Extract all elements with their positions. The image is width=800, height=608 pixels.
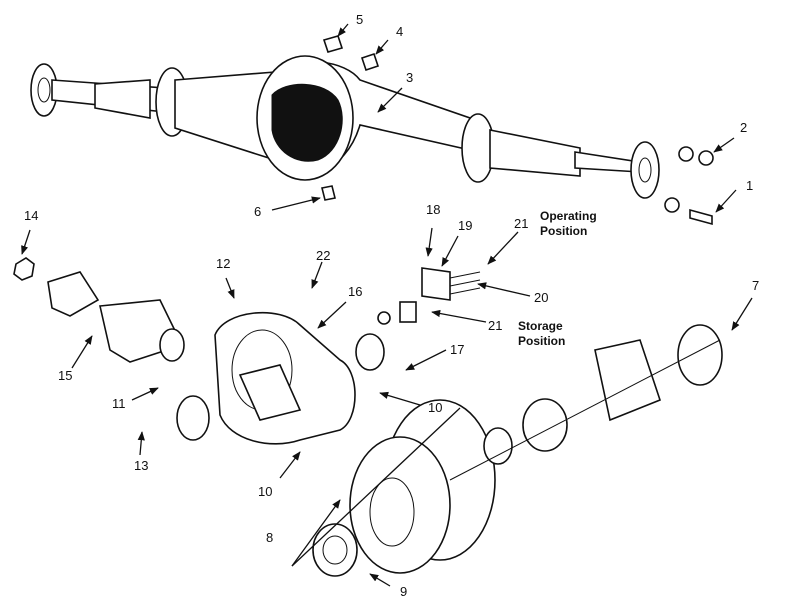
callout-5: 5	[356, 12, 363, 27]
storage-position-line1: Storage	[518, 319, 563, 333]
position-captions: Operating Position Storage Position	[518, 209, 597, 348]
callout-18: 18	[426, 202, 440, 217]
storage-position-line2: Position	[518, 334, 565, 348]
leader-lines	[21, 23, 753, 587]
callout-21-storage: 21	[488, 318, 502, 333]
callout-10-lower: 10	[258, 484, 272, 499]
callout-2: 2	[740, 120, 747, 135]
carrier-housing	[176, 301, 417, 445]
axle-nut-parts	[664, 146, 714, 226]
callout-10-upper: 10	[428, 400, 442, 415]
callout-13: 13	[134, 458, 148, 473]
axle-housing	[30, 55, 660, 199]
callout-15: 15	[58, 368, 72, 383]
housing-plugs	[321, 35, 380, 201]
switch-plate	[421, 267, 481, 301]
callout-14: 14	[24, 208, 38, 223]
callout-labels: 1 2 3 4 5 6 7 8 9 10 10 11 12 13 14 15 1…	[24, 12, 759, 599]
pinion-assembly	[13, 257, 185, 363]
callout-21-operating: 21	[514, 216, 528, 231]
callout-9: 9	[400, 584, 407, 599]
operating-position-line1: Operating	[540, 209, 597, 223]
callout-12: 12	[216, 256, 230, 271]
operating-position-line2: Position	[540, 224, 587, 238]
callout-1: 1	[746, 178, 753, 193]
callout-17: 17	[450, 342, 464, 357]
callout-20: 20	[534, 290, 548, 305]
callout-8: 8	[266, 530, 273, 545]
callout-7: 7	[752, 278, 759, 293]
callout-6: 6	[254, 204, 261, 219]
callout-11: 11	[112, 396, 126, 411]
callout-4: 4	[396, 24, 403, 39]
callout-16: 16	[348, 284, 362, 299]
callout-22: 22	[316, 248, 330, 263]
callout-3: 3	[406, 70, 413, 85]
differential-case	[312, 324, 723, 577]
callout-19: 19	[458, 218, 472, 233]
